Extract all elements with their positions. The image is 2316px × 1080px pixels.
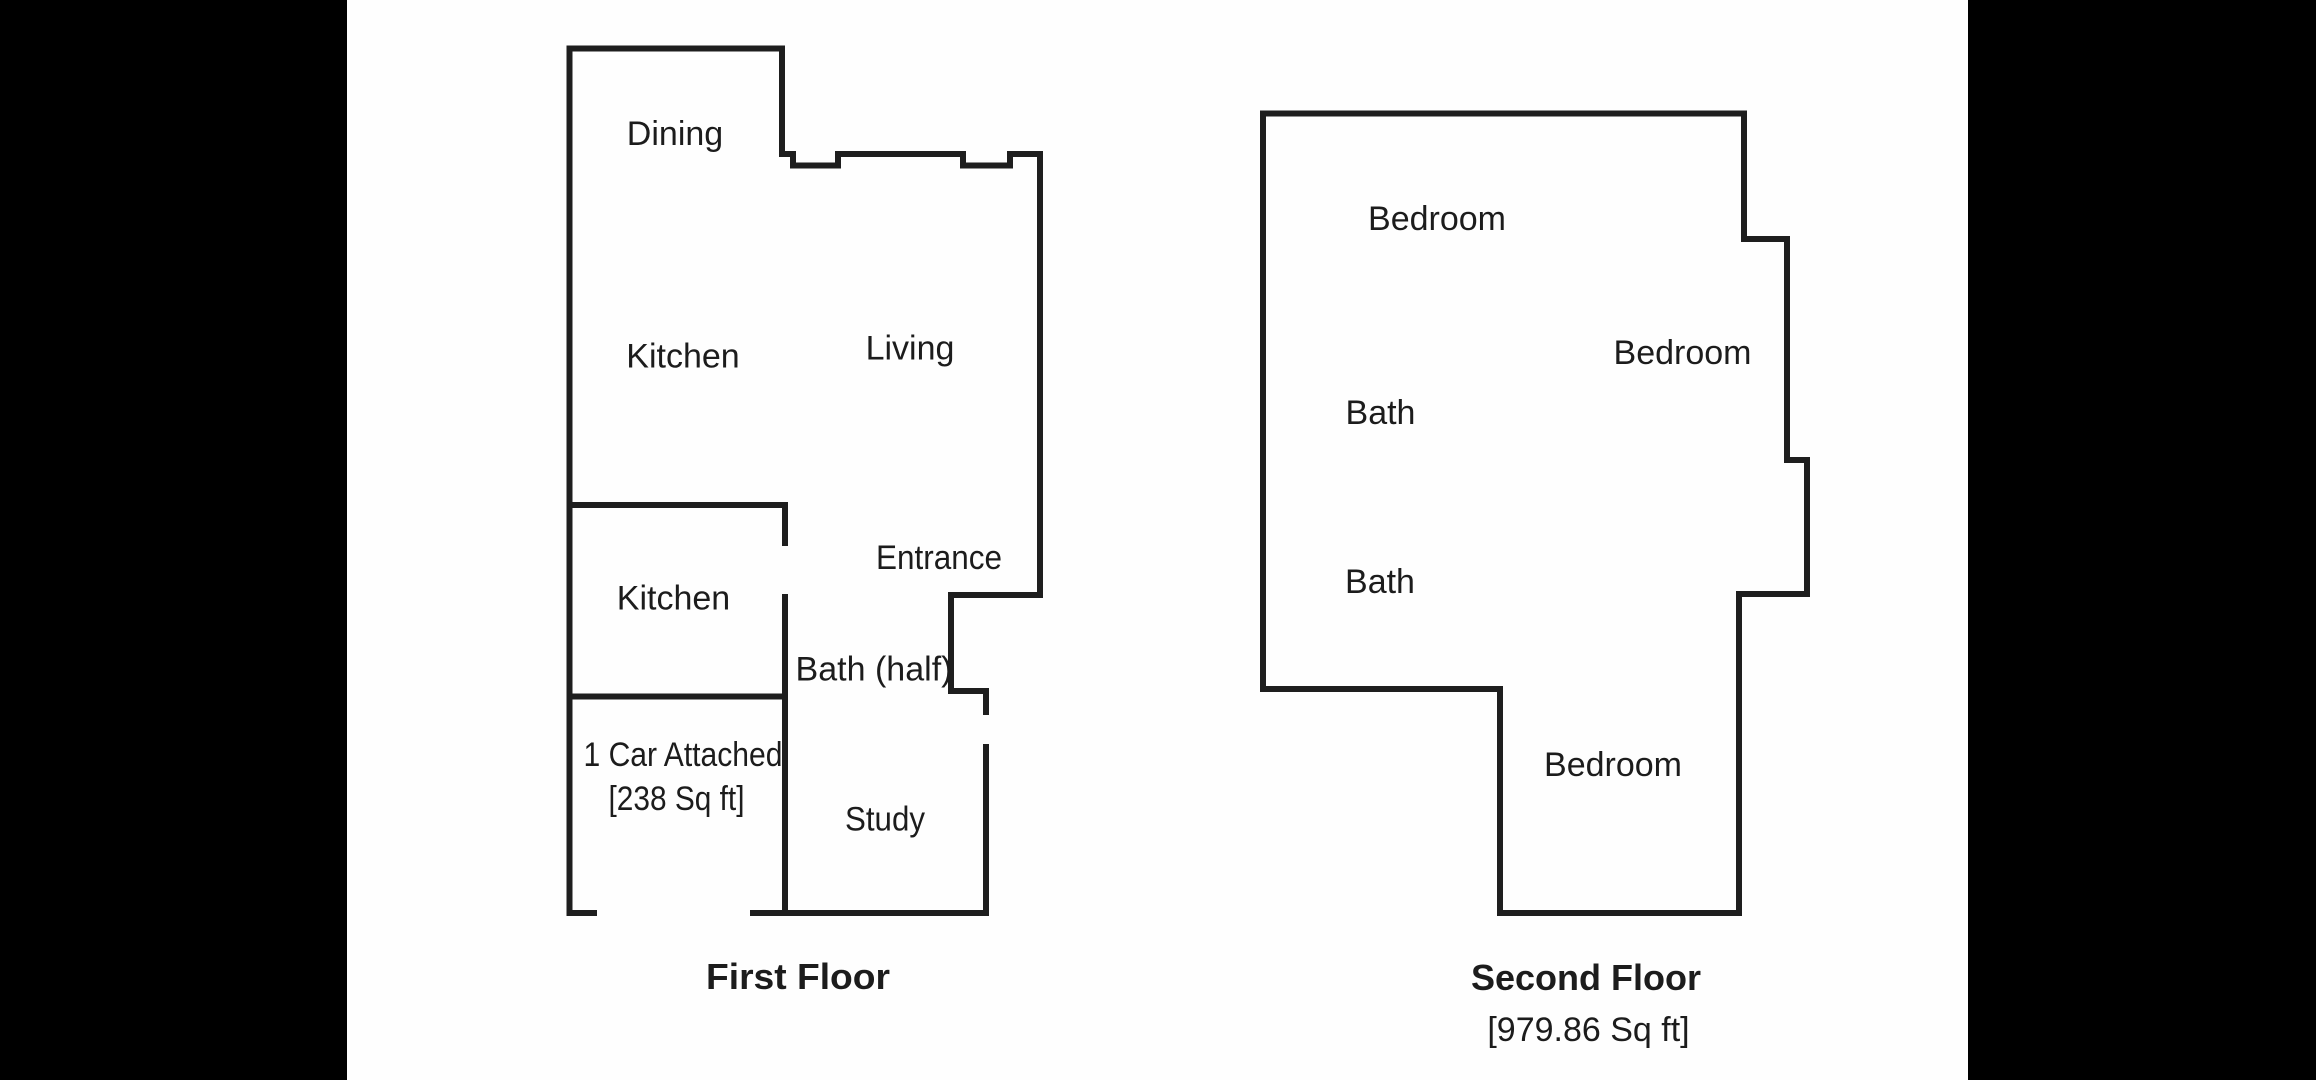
svg-text:[979.86 Sq ft]: [979.86 Sq ft] bbox=[1487, 1011, 1689, 1049]
svg-text:Study: Study bbox=[845, 801, 925, 839]
svg-text:Second Floor: Second Floor bbox=[1471, 957, 1701, 998]
svg-text:First Floor: First Floor bbox=[706, 956, 890, 997]
svg-text:Kitchen: Kitchen bbox=[617, 580, 730, 618]
svg-text:Kitchen: Kitchen bbox=[626, 338, 739, 376]
svg-text:Entrance: Entrance bbox=[876, 539, 1002, 577]
svg-text:Bedroom: Bedroom bbox=[1368, 200, 1506, 238]
svg-text:Bath (half): Bath (half) bbox=[796, 651, 953, 689]
svg-text:1 Car Attached: 1 Car Attached bbox=[584, 736, 783, 774]
svg-text:Bedroom: Bedroom bbox=[1544, 746, 1682, 784]
svg-text:Living: Living bbox=[866, 330, 955, 368]
svg-text:Bedroom: Bedroom bbox=[1614, 334, 1752, 372]
svg-text:Bath: Bath bbox=[1346, 394, 1416, 432]
svg-text:Bath: Bath bbox=[1345, 563, 1415, 601]
svg-text:Dining: Dining bbox=[627, 115, 723, 153]
svg-text:[238 Sq ft]: [238 Sq ft] bbox=[609, 780, 745, 818]
